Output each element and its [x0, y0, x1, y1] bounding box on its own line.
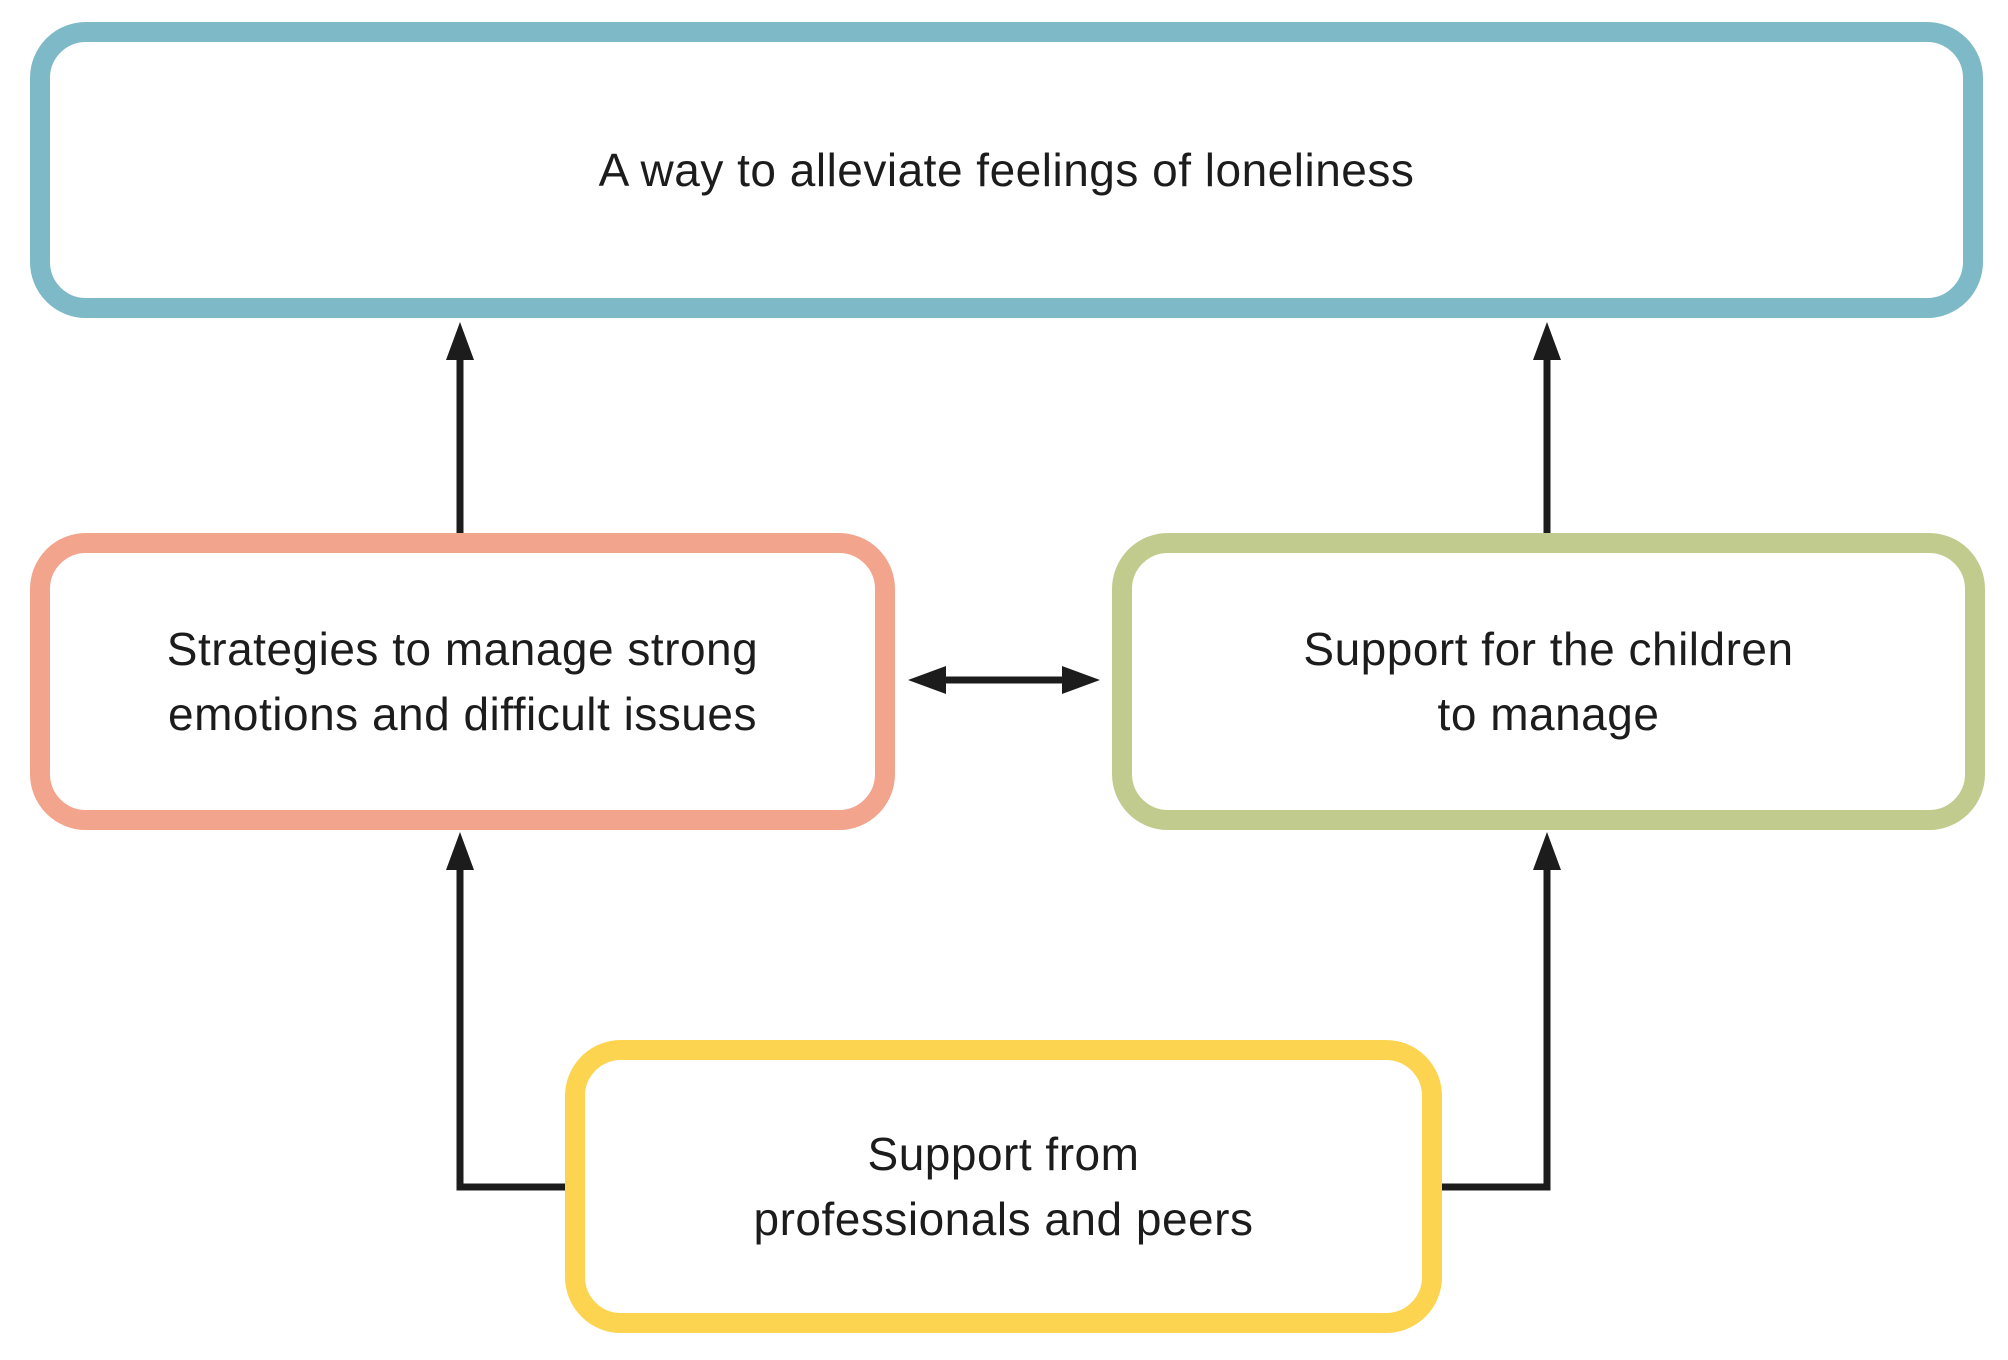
label-line: Strategies to manage strong — [166, 623, 759, 676]
box-support-professionals-peers-label: Support from professionals and peers — [754, 1122, 1254, 1251]
label-line: Support from — [867, 1128, 1140, 1181]
box-strategies-emotions-label: Strategies to manage strong emotions and… — [167, 617, 758, 746]
box-support-children-label: Support for the children to manage — [1303, 617, 1793, 746]
elbow-arrow-bottom-to-right-icon — [1442, 832, 1561, 1191]
arrow-left-to-top-icon — [446, 322, 474, 533]
arrow-right-to-top-icon — [1533, 322, 1561, 533]
double-arrow-left-right-icon — [908, 666, 1100, 694]
label-line: Support for the children — [1303, 623, 1794, 676]
label-line: to manage — [1437, 687, 1660, 740]
box-alleviate-loneliness: A way to alleviate feelings of lonelines… — [30, 22, 1983, 318]
label-line: professionals and peers — [753, 1192, 1254, 1245]
elbow-arrow-bottom-to-left-icon — [446, 832, 565, 1191]
box-support-professionals-peers: Support from professionals and peers — [565, 1040, 1442, 1333]
box-strategies-emotions: Strategies to manage strong emotions and… — [30, 533, 895, 830]
box-alleviate-loneliness-label: A way to alleviate feelings of lonelines… — [599, 138, 1415, 202]
label-line: emotions and difficult issues — [168, 687, 757, 740]
box-support-children: Support for the children to manage — [1112, 533, 1985, 830]
label-line: A way to alleviate feelings of lonelines… — [598, 143, 1415, 196]
